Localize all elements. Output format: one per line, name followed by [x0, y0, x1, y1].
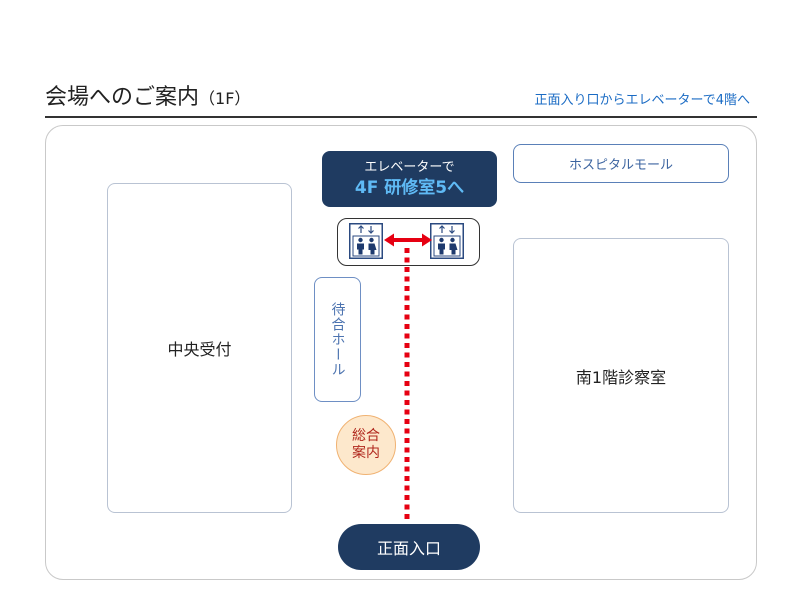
area-central-reception: 中央受付	[107, 183, 292, 513]
info-line-1: 総合	[352, 428, 380, 444]
area-label: 中央受付	[167, 340, 232, 359]
area-waiting-hall: 待合ホール	[314, 277, 361, 402]
area-label: 待合ホール	[329, 302, 346, 377]
info-line-2: 案内	[352, 445, 380, 461]
dotted-route-line	[404, 248, 410, 523]
entrance-label: 正面入口	[376, 539, 441, 558]
main-entrance: 正面入口	[338, 524, 480, 570]
header-divider	[45, 116, 757, 118]
floor-map-frame	[45, 125, 757, 580]
sign-line-1: エレベーターで	[364, 160, 455, 175]
area-hospital-mall: ホスピタルモール	[513, 144, 729, 183]
elevator-direction-sign: エレベーターで 4F 研修室5へ	[322, 151, 497, 207]
area-south-exam-room: 南1階診察室	[513, 238, 729, 513]
page-title: 会場へのご案内（1F）	[45, 84, 250, 113]
directions-note: 正面入り口からエレベーターで4階へ	[534, 93, 751, 108]
title-text: 会場へのご案内	[45, 85, 200, 110]
area-label: 南1階診察室	[575, 367, 667, 387]
information-desk: 総合 案内	[336, 415, 396, 475]
area-label: ホスピタルモール	[568, 158, 673, 173]
elevator-icon	[349, 223, 383, 259]
double-arrow-icon	[384, 233, 432, 247]
sign-line-2: 4F 研修室5へ	[354, 178, 465, 198]
elevator-icon	[430, 223, 464, 259]
floor-label: （1F）	[199, 89, 251, 108]
